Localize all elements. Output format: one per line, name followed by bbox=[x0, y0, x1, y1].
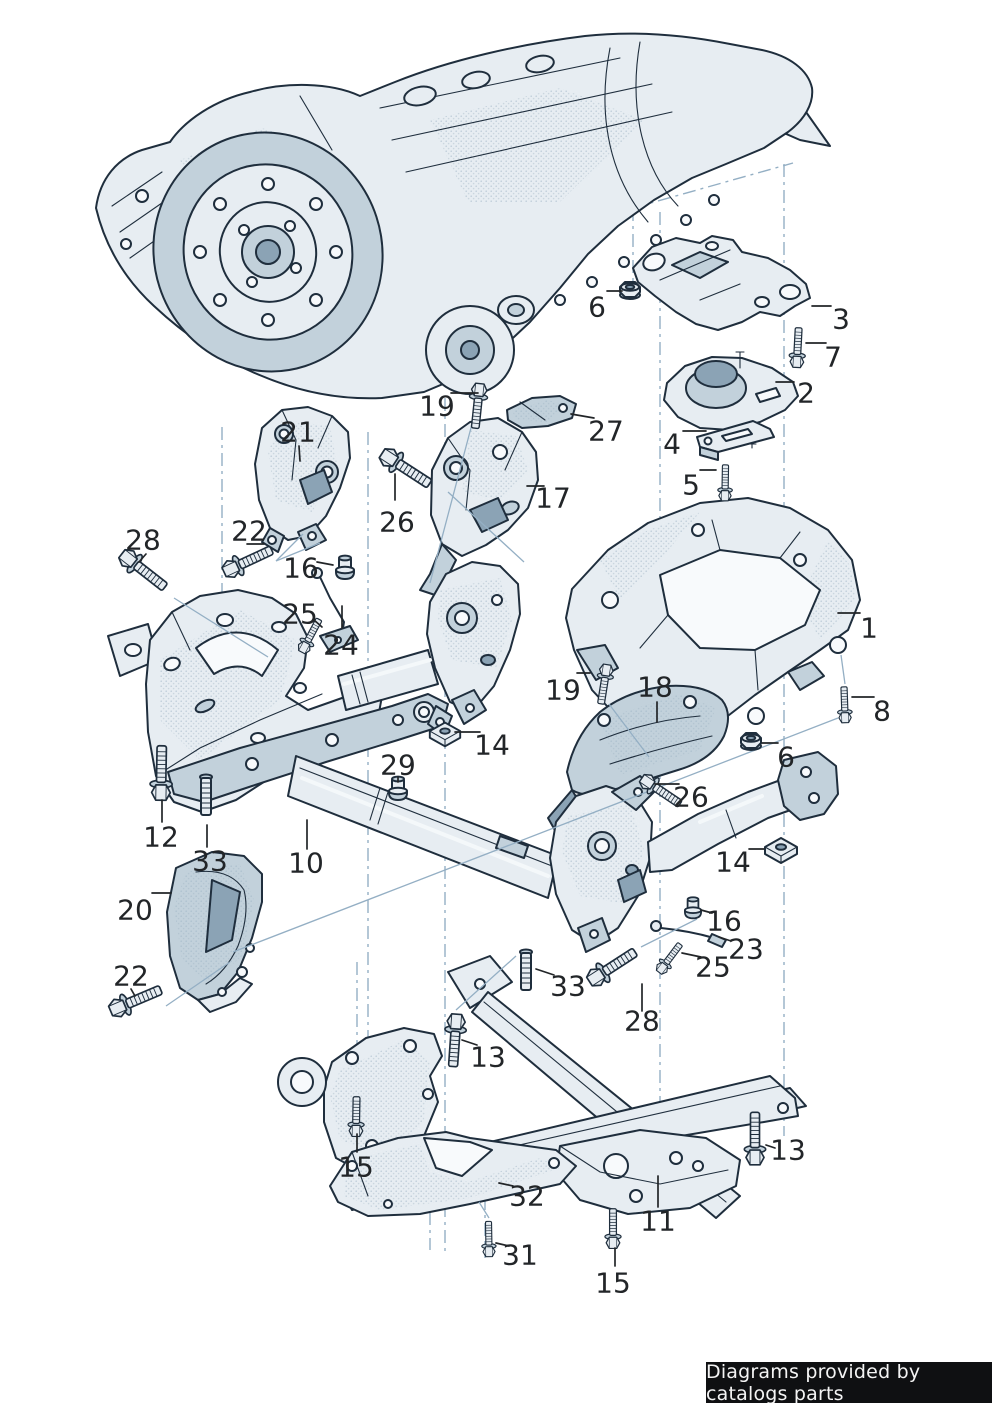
leader-line-16 bbox=[700, 909, 713, 914]
plug-16a bbox=[335, 554, 355, 580]
callout-label-4: 4 bbox=[663, 428, 681, 461]
bolt-5 bbox=[717, 464, 734, 502]
callout-label-22: 22 bbox=[231, 515, 267, 548]
callout-label-18: 18 bbox=[637, 671, 673, 704]
part-crossmember-3 bbox=[632, 235, 811, 331]
callout-label-29: 29 bbox=[380, 749, 416, 782]
callout-label-28: 28 bbox=[624, 1005, 660, 1038]
callout-label-10: 10 bbox=[288, 847, 324, 880]
callout-label-33: 33 bbox=[550, 970, 586, 1003]
callout-label-8: 8 bbox=[873, 695, 891, 728]
leader-line-25 bbox=[313, 619, 323, 628]
nut-6b bbox=[740, 732, 762, 751]
callout-label-19: 19 bbox=[419, 390, 455, 423]
part-plate-4 bbox=[696, 420, 775, 461]
connector-lines bbox=[165, 423, 846, 1219]
leader-line-16 bbox=[316, 561, 334, 566]
callout-label-33: 33 bbox=[192, 845, 228, 878]
callout-label-15: 15 bbox=[338, 1151, 374, 1184]
leader-line-33 bbox=[535, 968, 555, 976]
callout-label-14: 14 bbox=[474, 729, 510, 762]
callout-label-25: 25 bbox=[282, 598, 318, 631]
callout-label-28: 28 bbox=[125, 524, 161, 557]
bolt-7 bbox=[787, 326, 808, 369]
part-support-1 bbox=[565, 497, 861, 743]
bolt-26a bbox=[375, 442, 437, 495]
bolt-25b bbox=[652, 939, 687, 978]
callout-label-26: 26 bbox=[673, 781, 709, 814]
transmission-illustration bbox=[95, 32, 831, 400]
callout-label-24: 24 bbox=[323, 629, 359, 662]
part-bracket-27 bbox=[506, 395, 577, 429]
callout-label-27: 27 bbox=[588, 415, 624, 448]
callout-label-13: 13 bbox=[470, 1041, 506, 1074]
callout-label-23: 23 bbox=[728, 933, 764, 966]
callout-label-6: 6 bbox=[777, 741, 795, 774]
bolt-15b bbox=[604, 1208, 622, 1250]
part-clip-24 bbox=[311, 567, 359, 653]
square-nut-14b bbox=[764, 837, 798, 864]
callout-label-32: 32 bbox=[509, 1180, 545, 1213]
plug-16b bbox=[684, 896, 702, 920]
callout-label-6: 6 bbox=[588, 291, 606, 324]
callout-label-15: 15 bbox=[595, 1267, 631, 1300]
callout-label-22: 22 bbox=[113, 960, 149, 993]
part-mount-2 bbox=[663, 351, 799, 449]
callout-label-25: 25 bbox=[695, 951, 731, 984]
footer-credit-bar: Diagrams provided by catalogs parts bbox=[706, 1360, 992, 1403]
leader-line-13 bbox=[461, 1039, 478, 1046]
leader-line-31 bbox=[495, 1242, 510, 1247]
part-gusset-32 bbox=[329, 1131, 577, 1217]
leader-line-28 bbox=[138, 553, 147, 563]
bolt-31 bbox=[480, 1220, 497, 1258]
callout-label-12: 12 bbox=[143, 821, 179, 854]
callout-label-1: 1 bbox=[860, 612, 878, 645]
stud-33b bbox=[519, 948, 533, 991]
callout-label-3: 3 bbox=[832, 303, 850, 336]
callout-label-11: 11 bbox=[640, 1205, 676, 1238]
callout-label-5: 5 bbox=[682, 469, 700, 502]
nut-6a bbox=[619, 281, 641, 300]
leader-line-25 bbox=[681, 952, 702, 958]
callout-label-16: 16 bbox=[706, 905, 742, 938]
callout-label-14: 14 bbox=[715, 846, 751, 879]
leader-line-22 bbox=[130, 988, 136, 997]
footer-credit-text: Diagrams provided by catalogs parts bbox=[706, 1360, 921, 1403]
leader-line-13 bbox=[765, 1144, 776, 1149]
callout-label-2: 2 bbox=[797, 377, 815, 410]
part-subframe-10 bbox=[107, 561, 839, 953]
bolt-8 bbox=[836, 686, 854, 724]
part-bracket-20 bbox=[166, 851, 263, 1013]
part-clip-23 bbox=[650, 920, 727, 948]
leader-line-23 bbox=[718, 936, 732, 942]
callout-label-17: 17 bbox=[535, 482, 571, 515]
callout-label-19: 19 bbox=[545, 674, 581, 707]
leader-line-27 bbox=[570, 413, 595, 419]
stud-33a bbox=[199, 773, 213, 816]
leader-line-32 bbox=[498, 1182, 514, 1187]
callout-label-7: 7 bbox=[824, 341, 842, 374]
callout-label-20: 20 bbox=[117, 894, 153, 927]
callout-label-13: 13 bbox=[770, 1134, 806, 1167]
callout-label-26: 26 bbox=[379, 506, 415, 539]
callout-label-21: 21 bbox=[280, 416, 316, 449]
callout-label-16: 16 bbox=[283, 552, 319, 585]
part-bracket-21 bbox=[254, 406, 351, 553]
leader-line-21 bbox=[298, 445, 301, 462]
callout-label-31: 31 bbox=[502, 1239, 538, 1272]
